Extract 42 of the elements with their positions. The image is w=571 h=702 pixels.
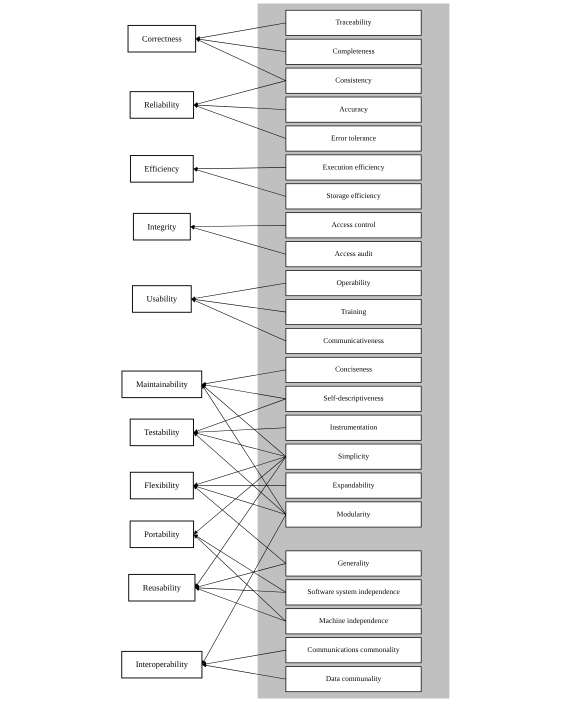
arrow	[194, 80, 286, 106]
arrow	[194, 534, 286, 622]
arrow	[192, 298, 286, 342]
arrow	[194, 486, 286, 564]
arrow	[194, 484, 286, 515]
node-box: Interoperability	[121, 650, 202, 678]
node-box: Portability	[130, 520, 194, 548]
node-box: Efficiency	[130, 155, 194, 183]
node-box: Testability	[130, 418, 194, 446]
arrow	[192, 298, 286, 312]
arrow	[202, 370, 286, 386]
arrow	[194, 456, 286, 486]
arrow	[194, 432, 286, 515]
arrow	[202, 514, 286, 664]
arrow	[202, 383, 286, 400]
arrow	[202, 663, 286, 680]
arrow	[190, 226, 286, 254]
arrow	[195, 563, 286, 589]
arrow	[194, 166, 286, 171]
node-box: Flexibility	[130, 472, 194, 500]
arrow	[196, 38, 286, 81]
arrow	[202, 384, 286, 457]
arrow	[192, 282, 286, 300]
arrow	[202, 384, 286, 515]
arrow	[202, 650, 286, 666]
arrow	[194, 456, 286, 534]
node-box: Usability	[132, 285, 192, 313]
node-box: Reusability	[128, 574, 196, 602]
arrow	[194, 104, 286, 139]
arrow	[194, 484, 286, 488]
arrow	[190, 224, 286, 229]
arrow	[195, 456, 286, 588]
arrow	[195, 587, 286, 622]
cluster	[258, 4, 450, 698]
node-box: Integrity	[132, 212, 191, 240]
node-box: Correctness	[128, 24, 196, 52]
arrow	[194, 168, 286, 197]
node-box: Reliability	[130, 91, 194, 119]
node-box: Maintainability	[122, 370, 202, 398]
arrow	[194, 398, 286, 433]
arrow	[196, 22, 286, 40]
arrow	[194, 534, 286, 593]
